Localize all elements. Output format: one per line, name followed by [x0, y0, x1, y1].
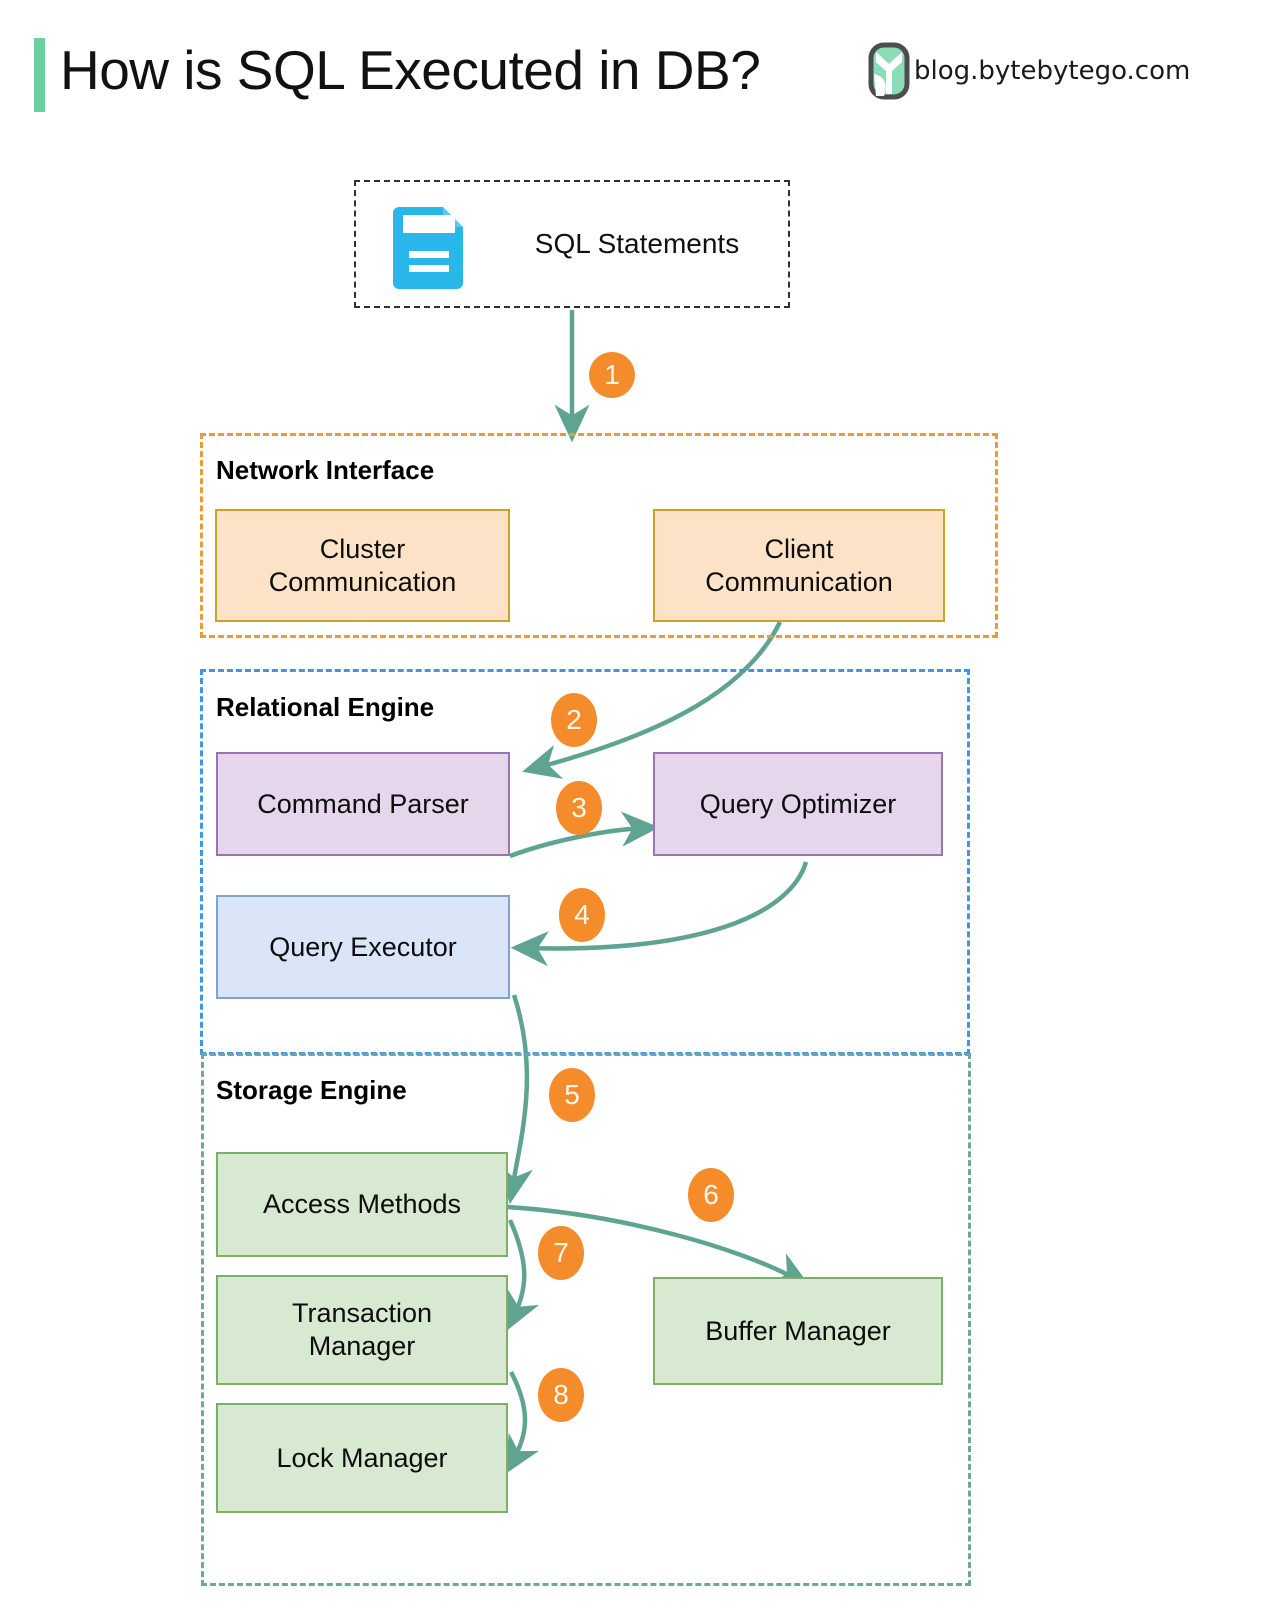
group-network-interface	[200, 433, 998, 638]
node-label-buffer-manager: Buffer Manager	[705, 1315, 891, 1346]
node-label-line2: Manager	[308, 1331, 416, 1361]
node-label-line1: Client	[764, 533, 834, 564]
node-access-methods[interactable]: Access Methods	[216, 1152, 508, 1257]
node-label-command-parser: Command Parser	[257, 788, 469, 819]
brand-label: blog.bytebytego.com	[914, 56, 1191, 86]
group-title-storage-engine: Storage Engine	[216, 1075, 407, 1105]
node-query-executor[interactable]: Query Executor	[216, 895, 510, 999]
step-badge-5: 5	[549, 1068, 595, 1122]
page-title: How is SQL Executed in DB?	[60, 39, 761, 101]
brand-watermark: blog.bytebytego.com	[868, 40, 1190, 102]
node-command-parser[interactable]: Command Parser	[216, 752, 510, 856]
page-header: How is SQL Executed in DB? blog.bytebyte…	[0, 0, 1280, 130]
node-label-line2: Communication	[705, 566, 893, 597]
node-label-client-communication: Client Communication	[705, 533, 893, 599]
step-badge-7: 7	[538, 1226, 584, 1280]
step-badge-2: 2	[551, 693, 597, 747]
node-label-access-methods: Access Methods	[262, 1189, 462, 1220]
node-label-query-optimizer: Query Optimizer	[699, 788, 897, 819]
node-label-line2: Communication	[268, 566, 457, 597]
node-label-transaction-manager: Transaction Manager	[292, 1297, 432, 1363]
node-label-lock-manager: Lock Manager	[276, 1442, 448, 1473]
node-buffer-manager[interactable]: Buffer Manager	[653, 1277, 943, 1385]
step-badge-3: 3	[556, 781, 602, 835]
group-title-relational-engine: Relational Engine	[216, 692, 435, 722]
sql-statements-label: SQL Statements	[534, 228, 740, 259]
node-label-cluster-communication: Cluster Communication	[269, 533, 457, 599]
group-storage-engine	[201, 1053, 971, 1586]
bytebytego-logo-icon	[868, 42, 910, 100]
sql-statements-box	[354, 180, 790, 308]
node-label-query-executor: Query Executor	[269, 931, 457, 962]
node-query-optimizer[interactable]: Query Optimizer	[653, 752, 943, 856]
step-badge-1: 1	[589, 352, 635, 398]
node-transaction-manager[interactable]: Transaction Manager	[216, 1275, 508, 1385]
node-lock-manager[interactable]: Lock Manager	[216, 1403, 508, 1513]
node-label-line1: Transaction	[291, 1298, 433, 1329]
title-accent-bar	[34, 38, 45, 112]
document-icon	[389, 201, 473, 289]
node-label-line1: Cluster	[319, 533, 406, 564]
node-client-communication[interactable]: Client Communication	[653, 509, 945, 622]
step-badge-8: 8	[538, 1368, 584, 1422]
node-cluster-communication[interactable]: Cluster Communication	[215, 509, 510, 622]
step-badge-4: 4	[559, 888, 605, 942]
step-badge-6: 6	[688, 1168, 734, 1222]
group-title-network-interface: Network Interface	[216, 455, 435, 485]
